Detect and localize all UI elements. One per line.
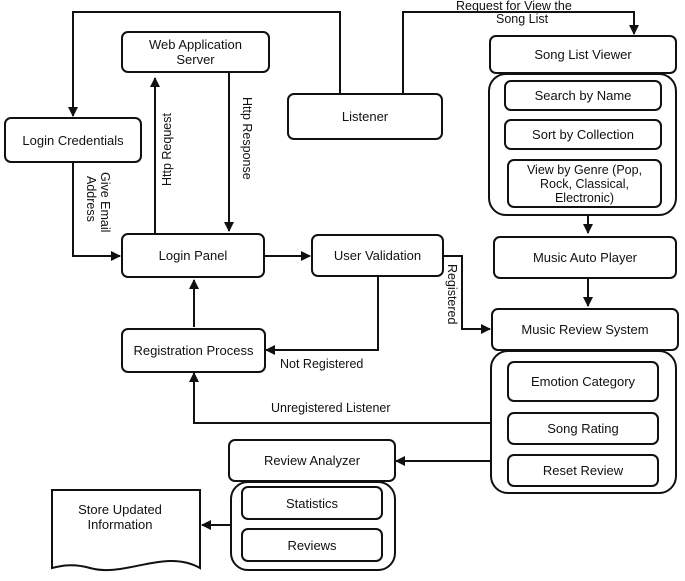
user-validation-box: User Validation — [311, 234, 444, 277]
song-list-viewer-box: Song List Viewer — [489, 35, 677, 74]
request-song-list-label-line2: Song List — [496, 12, 549, 26]
reset-review-box: Reset Review — [507, 454, 659, 487]
store-updated-information-label: Store Updated Information — [78, 502, 162, 532]
emotion-category-box: Emotion Category — [507, 361, 659, 402]
review-options-group — [490, 350, 677, 494]
login-panel-label: Login Panel — [158, 248, 228, 263]
review-analyzer-label: Review Analyzer — [263, 453, 361, 468]
http-request-label: Http Request — [160, 113, 174, 186]
music-auto-player-box: Music Auto Player — [493, 236, 677, 279]
http-response-label: Http Response — [240, 97, 254, 180]
reset-review-label: Reset Review — [542, 463, 624, 478]
review-analyzer-box: Review Analyzer — [228, 439, 396, 482]
song-rating-label: Song Rating — [547, 421, 619, 436]
edge-listener-to-login-credentials — [68, 11, 341, 117]
statistics-label: Statistics — [285, 495, 338, 511]
login-panel-box: Login Panel — [121, 233, 265, 278]
edge-credentials-to-login-panel — [72, 162, 121, 261]
view-by-genre-box: View by Genre (Pop, Rock, Classical, Ele… — [507, 159, 662, 208]
edge-not-registered — [265, 277, 379, 355]
search-by-name-box: Search by Name — [504, 80, 662, 111]
give-email-label-line1: Give Email — [98, 172, 112, 233]
reviews-label: Reviews — [287, 537, 337, 553]
listener-label: Listener — [341, 109, 389, 124]
registration-process-label: Registration Process — [133, 343, 254, 358]
store-document-shape — [51, 489, 201, 572]
registered-label: Registered — [445, 264, 459, 325]
music-auto-player-label: Music Auto Player — [532, 250, 638, 265]
give-email-label-line2: Address — [84, 176, 98, 222]
edge-unregistered-listener — [189, 372, 492, 424]
statistics-box: Statistics — [241, 486, 383, 520]
registration-process-box: Registration Process — [121, 328, 266, 373]
music-review-system-box: Music Review System — [491, 308, 679, 351]
edge-registered — [443, 255, 491, 334]
not-registered-label: Not Registered — [280, 357, 364, 371]
web-application-server-box: Web Application Server — [121, 31, 270, 73]
request-song-list-label-line1: Request for View the — [456, 0, 572, 13]
web-application-server-label: Web Application Server — [149, 37, 242, 67]
sort-by-collection-box: Sort by Collection — [504, 119, 662, 150]
view-by-genre-label: View by Genre (Pop, Rock, Classical, Ele… — [526, 162, 643, 205]
emotion-category-label: Emotion Category — [530, 374, 636, 389]
unregistered-listener-label: Unregistered Listener — [271, 401, 391, 415]
listener-box: Listener — [287, 93, 443, 140]
edge-listener-to-song-list-viewer — [402, 11, 639, 93]
user-validation-label: User Validation — [333, 248, 422, 263]
reviews-box: Reviews — [241, 528, 383, 562]
analyzer-options-group — [230, 481, 396, 571]
music-review-system-label: Music Review System — [521, 322, 649, 337]
login-credentials-box: Login Credentials — [4, 117, 142, 163]
song-list-options-group — [488, 73, 677, 216]
login-credentials-label: Login Credentials — [22, 132, 124, 148]
search-by-name-label: Search by Name — [534, 88, 632, 103]
sort-by-collection-label: Sort by Collection — [532, 127, 634, 142]
song-list-viewer-label: Song List Viewer — [534, 47, 632, 62]
song-rating-box: Song Rating — [507, 412, 659, 445]
